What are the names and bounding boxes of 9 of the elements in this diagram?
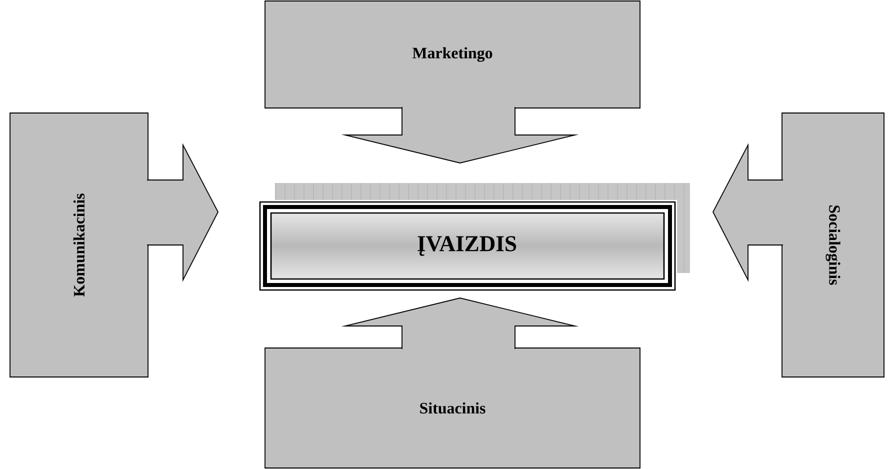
- block-arrow: [341, 298, 579, 350]
- image-box: ĮVAIZDIS: [258, 200, 677, 292]
- category-box: Marketingo: [264, 0, 640, 108]
- block-arrow: [341, 106, 579, 164]
- category-box: Situacinis: [264, 348, 640, 468]
- category-box: Komunikacinis: [10, 112, 148, 378]
- block-arrow: [712, 143, 784, 282]
- category-box: Socialoginis: [782, 112, 884, 378]
- block-arrow: [146, 143, 219, 282]
